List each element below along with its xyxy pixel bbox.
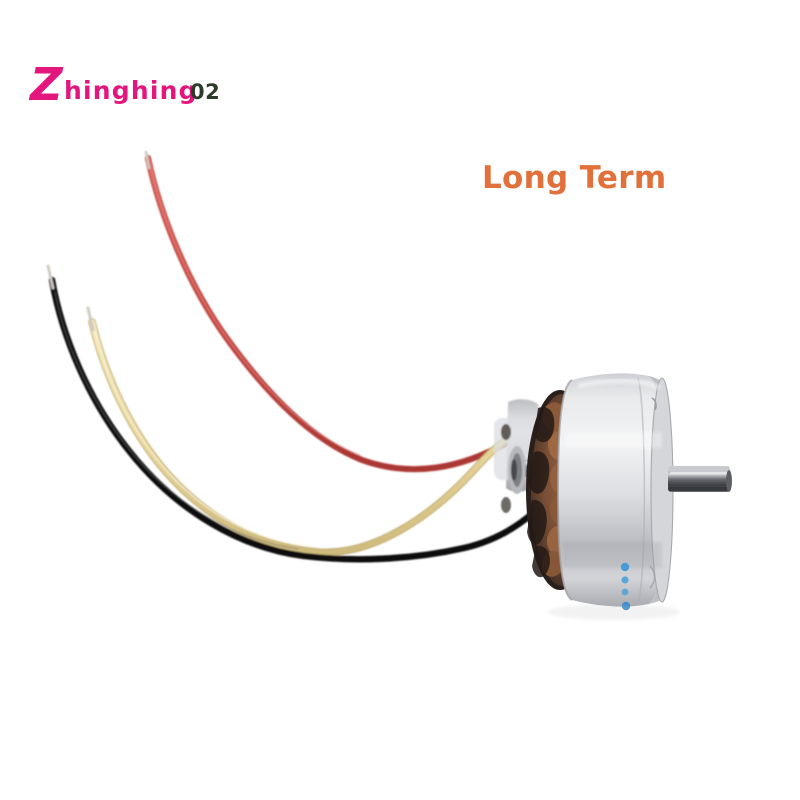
- motor-wire-group: [46, 150, 538, 563]
- yellow-wire: [86, 306, 528, 557]
- brand-logo-word: hinghing: [64, 76, 198, 105]
- blue-dot-measure-marker: [620, 562, 631, 611]
- output-shaft: [668, 466, 732, 492]
- brand-logo-watermark: Z hinghing 02: [30, 60, 260, 120]
- brand-logo-initial: Z: [30, 58, 63, 111]
- motor-can: [556, 373, 674, 607]
- brand-logo-number: 02: [190, 80, 221, 104]
- promo-caption: Long Term: [482, 160, 667, 196]
- red-wire: [144, 150, 510, 473]
- black-wire: [46, 264, 538, 563]
- retaining-washer: [508, 446, 526, 494]
